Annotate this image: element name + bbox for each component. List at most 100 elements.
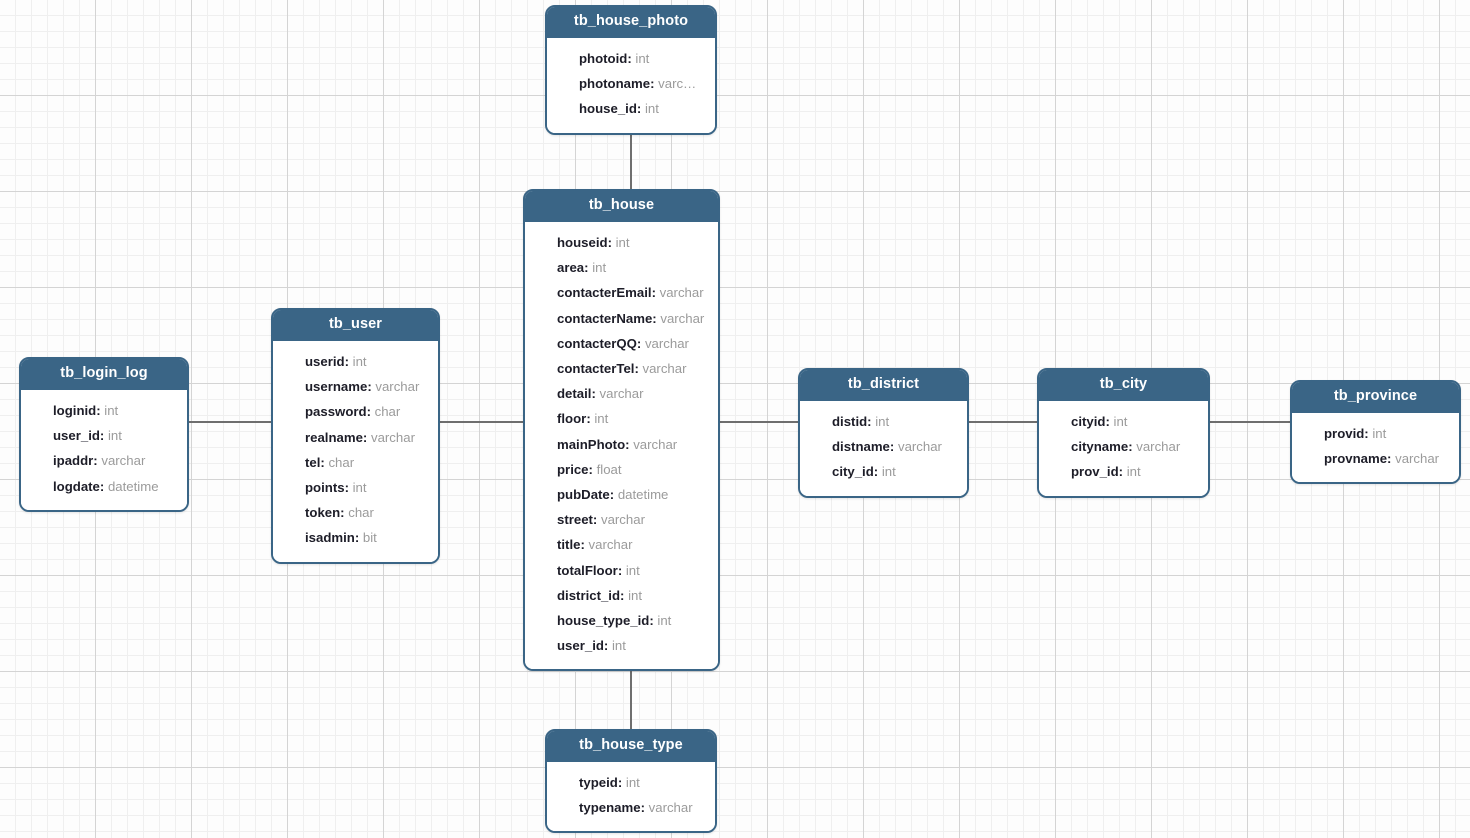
field-row[interactable]: contacterQQ: varchar: [525, 331, 718, 356]
field-row[interactable]: photoname: varc…: [547, 71, 715, 96]
field-name: loginid: [53, 402, 97, 418]
entity-title-tb_district: tb_district: [800, 370, 967, 401]
field-row[interactable]: typename: varchar: [547, 795, 715, 820]
field-separator: :: [634, 360, 643, 376]
field-name: street: [557, 512, 593, 528]
field-name: contacterName: [557, 310, 653, 326]
field-row[interactable]: contacterTel: varchar: [525, 356, 718, 381]
field-row[interactable]: username: varchar: [273, 374, 438, 399]
field-row[interactable]: photoid: int: [547, 46, 715, 71]
field-type: int: [1372, 425, 1387, 441]
connector-house-housetype: [630, 666, 632, 730]
field-row[interactable]: price: float: [525, 457, 718, 482]
field-type: int: [875, 413, 890, 429]
field-name: realname: [305, 429, 363, 445]
field-row[interactable]: contacterEmail: varchar: [525, 280, 718, 305]
field-type: int: [104, 402, 119, 418]
field-name: logdate: [53, 478, 100, 494]
field-row[interactable]: realname: varchar: [273, 425, 438, 450]
field-row[interactable]: house_type_id: int: [525, 608, 718, 633]
field-row[interactable]: street: varchar: [525, 507, 718, 532]
field-row[interactable]: contacterName: varchar: [525, 306, 718, 331]
field-row[interactable]: totalFloor: int: [525, 558, 718, 583]
field-row[interactable]: typeid: int: [547, 770, 715, 795]
field-separator: :: [584, 260, 593, 276]
field-row[interactable]: distname: varchar: [800, 434, 967, 459]
field-separator: :: [636, 335, 645, 351]
field-row[interactable]: floor: int: [525, 406, 718, 431]
field-type: varchar: [659, 285, 704, 301]
connector-loginlog-user: [188, 421, 272, 423]
field-row[interactable]: loginid: int: [21, 398, 187, 423]
field-type: varc…: [658, 76, 697, 92]
field-row[interactable]: prov_id: int: [1039, 459, 1208, 484]
field-row[interactable]: isadmin: bit: [273, 525, 438, 550]
field-row[interactable]: district_id: int: [525, 583, 718, 608]
field-row[interactable]: area: int: [525, 255, 718, 280]
field-row[interactable]: tel: char: [273, 450, 438, 475]
field-name: mainPhoto: [557, 436, 626, 452]
field-row[interactable]: title: varchar: [525, 532, 718, 557]
field-type: char: [374, 404, 401, 420]
field-type: varchar: [101, 453, 146, 469]
field-type: int: [644, 101, 659, 117]
field-type: varchar: [642, 360, 687, 376]
field-row[interactable]: distid: int: [800, 409, 967, 434]
field-name: user_id: [557, 638, 604, 654]
field-separator: :: [889, 439, 898, 455]
field-type: varchar: [644, 335, 689, 351]
field-row[interactable]: pubDate: datetime: [525, 482, 718, 507]
field-row[interactable]: cityid: int: [1039, 409, 1208, 434]
field-separator: :: [617, 774, 626, 790]
field-separator: :: [603, 638, 612, 654]
field-separator: :: [607, 234, 616, 250]
field-row[interactable]: password: char: [273, 399, 438, 424]
field-row[interactable]: house_id: int: [547, 96, 715, 121]
field-row[interactable]: userid: int: [273, 349, 438, 374]
field-type: int: [635, 50, 650, 66]
field-type: varchar: [633, 436, 678, 452]
field-name: isadmin: [305, 530, 355, 546]
connector-city-province: [1209, 421, 1291, 423]
field-row[interactable]: token: char: [273, 500, 438, 525]
entity-title-tb_user: tb_user: [273, 310, 438, 341]
entity-title-tb_house_photo: tb_house_photo: [547, 7, 715, 38]
field-type: char: [328, 454, 355, 470]
field-separator: :: [588, 461, 597, 477]
field-name: token: [305, 505, 341, 521]
field-row[interactable]: houseid: int: [525, 230, 718, 255]
field-row[interactable]: logdate: datetime: [21, 474, 187, 499]
field-separator: :: [636, 101, 645, 117]
entity-title-tb_login_log: tb_login_log: [21, 359, 187, 390]
field-row[interactable]: points: int: [273, 475, 438, 500]
field-row[interactable]: mainPhoto: varchar: [525, 432, 718, 457]
field-separator: :: [617, 562, 626, 578]
field-row[interactable]: city_id: int: [800, 459, 967, 484]
field-name: house_type_id: [557, 612, 650, 628]
field-type: int: [1126, 464, 1141, 480]
field-row[interactable]: ipaddr: varchar: [21, 448, 187, 473]
field-row[interactable]: provname: varchar: [1292, 446, 1459, 471]
field-separator: :: [651, 285, 660, 301]
entity-title-tb_house: tb_house: [525, 191, 718, 222]
field-row[interactable]: provid: int: [1292, 421, 1459, 446]
field-row[interactable]: user_id: int: [21, 423, 187, 448]
connector-house-district: [719, 421, 799, 423]
field-row[interactable]: user_id: int: [525, 633, 718, 658]
field-row[interactable]: detail: varchar: [525, 381, 718, 406]
field-type: int: [628, 587, 643, 603]
field-separator: :: [650, 76, 659, 92]
field-name: price: [557, 461, 589, 477]
field-row[interactable]: cityname: varchar: [1039, 434, 1208, 459]
